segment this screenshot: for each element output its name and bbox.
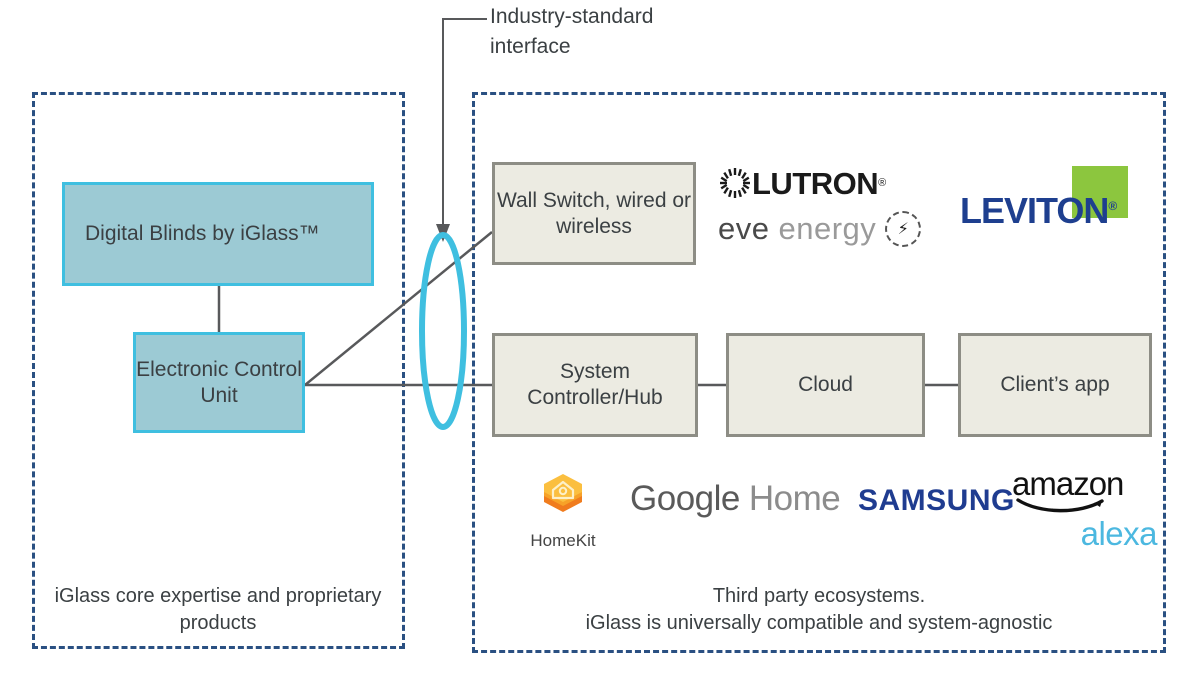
caption-left-group: iGlass core expertise and proprietary pr…	[54, 585, 382, 634]
logo-homekit-label: HomeKit	[530, 531, 596, 550]
logo-alexa-word: alexa	[1080, 515, 1158, 552]
box-digital-blinds[interactable]: Digital Blinds by iGlass™	[62, 182, 374, 286]
logo-samsung: SAMSUNG	[858, 484, 1015, 517]
callout-arrowhead	[436, 224, 450, 242]
leviton-green-block	[1072, 166, 1128, 218]
logo-eve-energy: eve energy ⚡	[718, 206, 933, 252]
caption-right-group: Third party ecosystems. iGlass is univer…	[585, 585, 1053, 634]
box-ecu-label: Electronic Control Unit	[136, 357, 302, 407]
box-wall-switch[interactable]: Wall Switch, wired or wireless	[492, 162, 696, 265]
box-controller-label: System Controller/Hub	[527, 360, 663, 409]
box-digital-blinds-label: Digital Blinds by iGlass™	[85, 222, 320, 245]
logo-lutron-wordmark: LUTRON	[752, 165, 879, 201]
logo-google-word: Google	[630, 479, 740, 518]
box-client-app[interactable]: Client’s app	[958, 333, 1152, 437]
amazon-smile-icon	[1016, 498, 1104, 513]
logo-amazon-alexa: amazon alexa	[1012, 465, 1158, 550]
sunburst-icon	[718, 166, 752, 200]
box-electronic-control-unit[interactable]: Electronic Control Unit	[133, 332, 305, 433]
homekit-hexagon-icon	[534, 474, 592, 530]
logo-eve-word: eve	[718, 211, 770, 246]
bolt-circle-icon: ⚡	[885, 211, 922, 247]
logo-home-word: Home	[748, 479, 841, 518]
logo-lutron-registered-mark: ®	[878, 177, 887, 189]
logo-leviton: LEVITON®	[960, 166, 1145, 238]
interface-ellipse	[419, 232, 467, 430]
logo-google-home: Google Home	[630, 479, 841, 523]
logo-homekit: HomeKit	[520, 468, 606, 550]
box-wall-switch-label: Wall Switch, wired or wireless	[496, 188, 692, 238]
callout-label: Industry-standard interface	[490, 5, 654, 58]
box-cloud-label: Cloud	[798, 373, 853, 396]
box-client-app-label: Client’s app	[1000, 373, 1110, 396]
box-system-controller-hub[interactable]: System Controller/Hub	[492, 333, 698, 437]
box-cloud[interactable]: Cloud	[726, 333, 925, 437]
logo-energy-word: energy	[778, 211, 877, 246]
logo-lutron: LUTRON ®	[718, 160, 918, 206]
logo-amazon-word: amazon	[1012, 465, 1124, 502]
logo-leviton-wordmark: LEVITON®	[960, 190, 1117, 231]
